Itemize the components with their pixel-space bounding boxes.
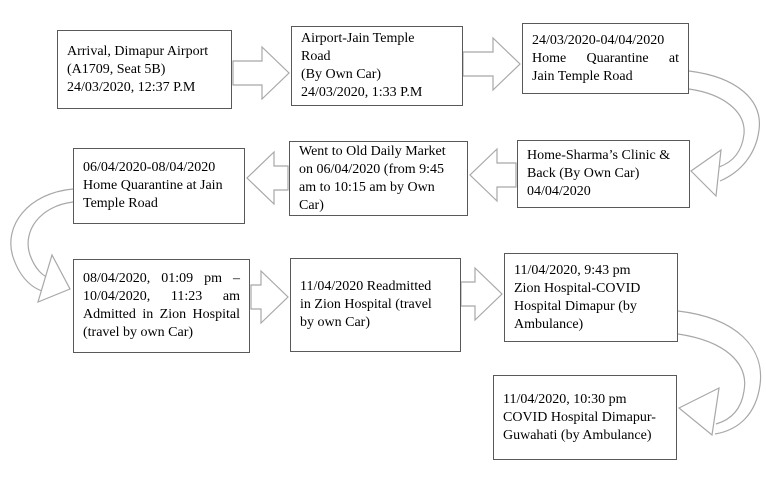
left-arrow-icon-box4-box5 [469,147,517,203]
text-line: Home-Sharma’s Clinic & [527,148,671,163]
flow-box-zion-hospital-readmission: 11/04/2020 Readmitted in Zion Hospital (t… [290,258,461,352]
text-line: Airport-Jain Temple [301,31,415,46]
text-line: COVID Hospital Dimapur- [503,409,656,425]
right-arrow-icon-box1-box2 [232,45,290,101]
right-arrow-icon-box7-box8 [250,269,289,325]
text-line: 04/04/2020 [527,184,591,199]
text-line: Jain Temple Road [532,68,633,84]
text-line: (travel by own Car) [83,325,194,340]
text-line: 11/04/2020, 10:30 pm [503,391,627,407]
text-line: 24/03/2020, 1:33 P.M [301,85,423,100]
right-arrow-icon-box2-box3 [462,36,521,92]
text-line: 11/04/2020 Readmitted [300,279,432,294]
text-line: Road [301,49,331,64]
text-line: Guwahati (by Ambulance) [503,427,652,443]
text-line: Home Quarantine at Jain [83,178,223,193]
text-line: 24/03/2020-04/04/2020 [532,32,665,48]
text-line: Hospital Dimapur (by [514,298,637,314]
curved-arrow-icon-box3-box4 [688,70,760,198]
text-line: Home Quarantine at [532,50,679,66]
flow-box-zion-hospital-admission: 08/04/2020, 01:09 pm – 10/04/2020, 11:23 … [73,259,250,353]
text-line: 24/03/2020, 12:37 P.M [67,79,196,95]
text-line: Back (By Own Car) [527,166,640,181]
text-line: 11/04/2020, 9:43 pm [514,262,631,278]
text-line: in Zion Hospital (travel [300,297,432,312]
right-arrow-icon-box8-box9 [460,266,503,322]
text-line: Admitted in Zion Hospital [83,307,240,322]
text-line: Ambulance) [514,316,584,332]
text-line: Temple Road [83,196,158,211]
flow-box-home-sharma-clinic-and-back: Home-Sharma’s Clinic & Back (By Own Car) 0… [517,140,690,208]
text-line: Went to Old Daily Market [299,143,446,159]
text-line: Car) [299,197,324,213]
flow-box-arrival-dimapur-airport: Arrival, Dimapur Airport (A1709, Seat 5B)… [57,30,232,109]
text-line: on 06/04/2020 (from 9:45 [299,161,445,177]
text-line: Zion Hospital-COVID [514,280,641,296]
curved-arrow-icon-box6-box7 [10,188,74,304]
text-line: 06/04/2020-08/04/2020 [83,160,216,175]
text-line: 10/04/2020, 11:23 am [83,289,240,304]
text-line: 08/04/2020, 01:09 pm – [83,271,240,286]
flow-box-zion-to-covid-hospital-dimapur: 11/04/2020, 9:43 pm Zion Hospital-COVID Ho… [504,253,678,342]
text-line: (A1709, Seat 5B) [67,61,166,77]
text-line: am to 10:15 am by Own [299,179,435,195]
text-line: by own Car) [300,315,370,330]
text-line: (By Own Car) [301,67,382,82]
flow-box-covid-hospital-dimapur-to-guwahati: 11/04/2020, 10:30 pm COVID Hospital Dimap… [493,375,677,460]
text-line: Arrival, Dimapur Airport [67,43,209,59]
flow-box-old-daily-market-visit: Went to Old Daily Market on 06/04/2020 (f… [289,141,468,216]
curved-arrow-icon-box9-box10 [677,310,762,437]
left-arrow-icon-box5-box6 [246,150,289,206]
